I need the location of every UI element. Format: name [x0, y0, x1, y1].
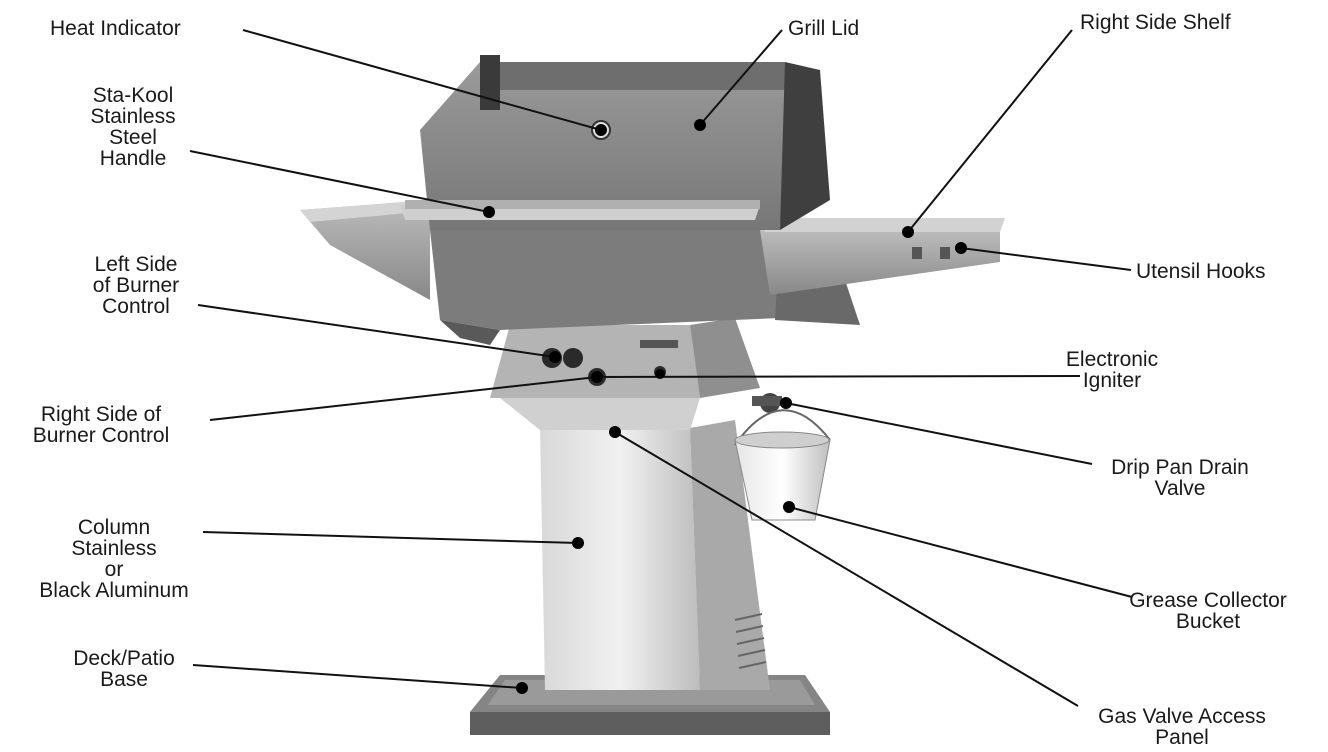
label-drip-pan-drain-valve: Drip Pan Drain Valve [1111, 456, 1249, 500]
drip-pan-drain-valve-shape [752, 393, 782, 413]
leader-electronic-igniter [596, 375, 1081, 378]
grease-bucket-shape [734, 409, 831, 521]
label-gas-valve-access-panel: Gas Valve Access Panel [1098, 705, 1266, 749]
right-side-shelf-shape [760, 218, 1005, 295]
leader-right-burner-control [209, 376, 598, 421]
leader-left-burner-control [197, 304, 556, 358]
label-handle: Sta-Kool Stainless Steel Handle [90, 84, 176, 170]
label-column: Column Stainless or Black Aluminum [39, 516, 189, 602]
leader-right-side-shelf [907, 29, 1073, 233]
leader-grease-bucket [788, 506, 1133, 598]
label-left-burner-control: Left Side of Burner Control [92, 253, 180, 318]
leader-handle [189, 150, 490, 213]
label-heat-indicator: Heat Indicator [50, 17, 181, 40]
label-utensil-hooks: Utensil Hooks [1136, 260, 1266, 283]
label-electronic-igniter: Electronic Igniter [1065, 348, 1159, 392]
label-grease-collector-bucket: Grease Collector Bucket [1129, 589, 1287, 633]
leader-gas-valve-access-panel [614, 431, 1079, 707]
leader-utensil-hooks [960, 247, 1132, 271]
leader-deck-patio-base [192, 664, 523, 689]
leader-column [202, 531, 579, 544]
control-panel [490, 318, 760, 430]
callout-dots [483, 119, 967, 694]
label-right-burner-control: Right Side of Burner Control [32, 403, 170, 447]
label-grill-lid: Grill Lid [788, 17, 860, 40]
column [540, 420, 770, 690]
label-deck-patio-base: Deck/Patio Base [73, 647, 175, 691]
leader-drip-pan-drain-valve [785, 402, 1093, 465]
leader-heat-indicator [242, 29, 602, 131]
leader-lines [189, 29, 1133, 707]
label-right-side-shelf: Right Side Shelf [1080, 11, 1231, 34]
leader-grill-lid [699, 29, 783, 126]
grill-lid-shape [400, 55, 830, 230]
